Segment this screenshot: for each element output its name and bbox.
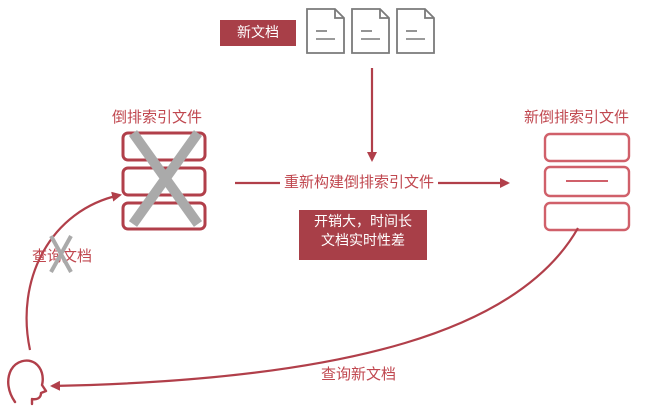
- document-icon-2: [351, 8, 390, 54]
- arrow-query-old: [25, 191, 122, 351]
- new-index-label: 新倒排索引文件: [524, 108, 630, 126]
- query-new-label: 查询新文档: [318, 367, 400, 382]
- rebuild-label: 重新构建倒排索引文件: [280, 175, 439, 190]
- old-index-cross-icon: [128, 130, 203, 227]
- document-icon-1: [306, 8, 345, 54]
- cost-note-line-1: 开销大，时间长: [314, 214, 412, 230]
- new-index-stack-icon: [543, 132, 631, 232]
- cost-note-badge: 开销大，时间长 文档实时性差: [299, 210, 427, 260]
- user-head-icon: [7, 359, 48, 406]
- arrow-query-new: [50, 227, 579, 391]
- old-index-label: 倒排索引文件: [112, 108, 203, 126]
- document-icon-3: [396, 8, 435, 54]
- cost-note-line-2: 文档实时性差: [321, 232, 405, 249]
- query-old-label: 查询文档: [32, 247, 93, 265]
- new-document-badge: 新文档: [220, 20, 296, 46]
